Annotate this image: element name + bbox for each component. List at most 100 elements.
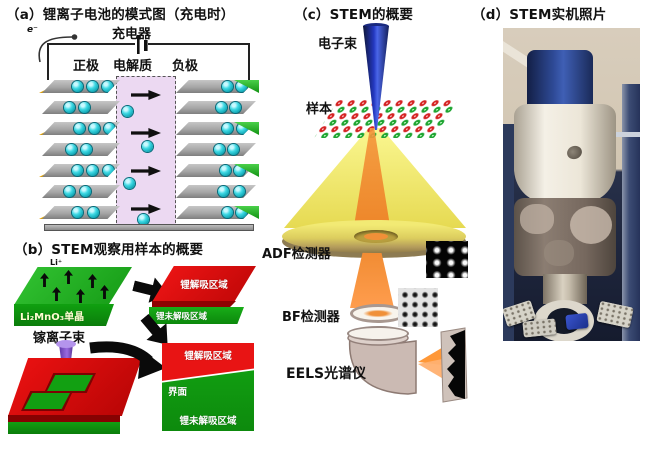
lithium-ion	[218, 186, 229, 197]
lithium-ion	[64, 186, 75, 197]
li-release-arrow	[100, 285, 109, 299]
lithium-ion	[74, 123, 85, 134]
lithium-ion	[88, 207, 99, 218]
lithium-ion	[104, 123, 115, 134]
cathode-layer	[42, 143, 120, 156]
eels-label: EELS光谱仪	[286, 366, 367, 382]
lithium-ion	[138, 214, 149, 225]
non-desorbed-slab-front: 锂未解吸区域	[149, 307, 244, 324]
lithium-ion	[234, 165, 245, 176]
electrolyte-label: 电解质	[113, 59, 153, 74]
column-top-cylinder	[527, 50, 593, 110]
panel-a: （a）锂离子电池的模式图（充电时） 充电器 e⁻ 正极 电解质 负极	[0, 0, 268, 235]
anode-layer	[176, 143, 256, 156]
lithium-ion	[228, 144, 239, 155]
lithium-ion	[72, 207, 83, 218]
li-release-arrow	[52, 287, 61, 301]
anode-layer	[176, 185, 256, 198]
cathode-layer	[42, 122, 120, 135]
column-neck	[543, 274, 587, 304]
anode-layer	[176, 101, 256, 114]
lithium-ion	[237, 123, 248, 134]
lithium-ion	[64, 102, 75, 113]
lithium-ion	[72, 81, 83, 92]
lithium-ion	[72, 165, 83, 176]
crystal-slab-front: Li₂MnO₃单晶	[14, 304, 114, 326]
li-release-arrow	[88, 274, 97, 288]
adf-detector-label: ADF检测器	[262, 247, 331, 262]
lithium-ion	[142, 141, 153, 152]
lithium-ion	[222, 81, 233, 92]
panel-c-title: （c）STEM的概要	[294, 7, 414, 23]
control-pad	[522, 318, 557, 338]
bf-detector-label: BF检测器	[282, 310, 340, 325]
slab-desorbed-label: 锂解吸区域	[180, 280, 228, 291]
li-release-arrow	[76, 289, 85, 303]
panel-d-title: （d）STEM实机照片	[472, 7, 607, 23]
charging-circuit	[38, 34, 250, 80]
adf-hole-beam	[364, 233, 388, 240]
lithium-ion	[236, 81, 247, 92]
lithium-ion	[236, 207, 247, 218]
cathode-layer	[42, 80, 120, 93]
negative-electrode-label: 负极	[172, 59, 199, 74]
stem-photo	[503, 28, 640, 341]
milled-sample-base	[8, 422, 120, 434]
ion-flow-arrow	[131, 89, 161, 101]
lithium-ion	[103, 165, 114, 176]
lithium-ion	[220, 165, 231, 176]
panel-a-title: （a）锂离子电池的模式图（充电时）	[6, 7, 235, 23]
lithium-ion	[80, 186, 91, 197]
ion-flow-arrow	[131, 203, 161, 215]
lithium-ion	[230, 102, 241, 113]
ion-flow-arrow	[131, 127, 161, 139]
bf-image-inset	[398, 288, 438, 327]
milled-window	[24, 393, 70, 409]
electron-beam-label: 电子束	[318, 37, 358, 52]
lithium-ion	[102, 81, 113, 92]
anode-layer	[176, 80, 256, 93]
wall-rail	[606, 132, 640, 137]
lithium-ion	[222, 123, 233, 134]
lithium-ion	[89, 123, 100, 134]
lithium-ion	[79, 102, 90, 113]
lithium-ion	[87, 81, 98, 92]
cathode-layer	[42, 185, 120, 198]
desorbed-slab-edge	[152, 301, 236, 307]
panel-b-title: （b）STEM观察用样本的概要	[14, 242, 204, 258]
lithium-ion	[214, 144, 225, 155]
cs-interface-label: 界面	[168, 387, 188, 398]
li-release-arrow	[40, 273, 49, 287]
positive-electrode-label: 正极	[73, 59, 100, 74]
electrolyte-channel	[116, 76, 176, 228]
panel-b: （b）STEM观察用样本的概要 Li⁺ Li₂MnO₃单晶 锂解吸区域 锂未解吸…	[0, 232, 268, 450]
anode-layer	[176, 164, 256, 177]
electron-label: e⁻	[27, 25, 38, 35]
milled-sample-edge	[8, 415, 120, 423]
right-wall-panel	[622, 84, 640, 341]
lithium-ion	[81, 144, 92, 155]
eels-aperture	[347, 326, 409, 341]
milled-window	[47, 375, 93, 391]
lithium-ion	[216, 102, 227, 113]
lithium-ion	[222, 207, 233, 218]
li-release-arrow	[64, 270, 73, 284]
stack-base-plate	[44, 224, 254, 231]
lens-blob	[544, 240, 574, 266]
panel-c: （c）STEM的概要 电子束 样本 ADF检测器 BF检测器 EELS光谱仪	[262, 0, 470, 450]
lens-module	[514, 198, 616, 276]
cs-non-desorbed-label: 锂未解吸区域	[179, 416, 237, 427]
ion-flow-arrow	[131, 165, 161, 177]
ga-beam-source	[56, 340, 76, 348]
cathode-layer	[42, 101, 120, 114]
lens-blob	[570, 206, 612, 244]
left-wall-panel	[503, 124, 514, 341]
lithium-ion	[124, 178, 135, 189]
lithium-ion	[234, 186, 245, 197]
column-white-tank	[514, 104, 616, 202]
crystal-slab-top	[14, 267, 132, 305]
lens-blob	[520, 204, 554, 234]
battery-stack	[39, 74, 259, 234]
lithium-ion	[87, 165, 98, 176]
